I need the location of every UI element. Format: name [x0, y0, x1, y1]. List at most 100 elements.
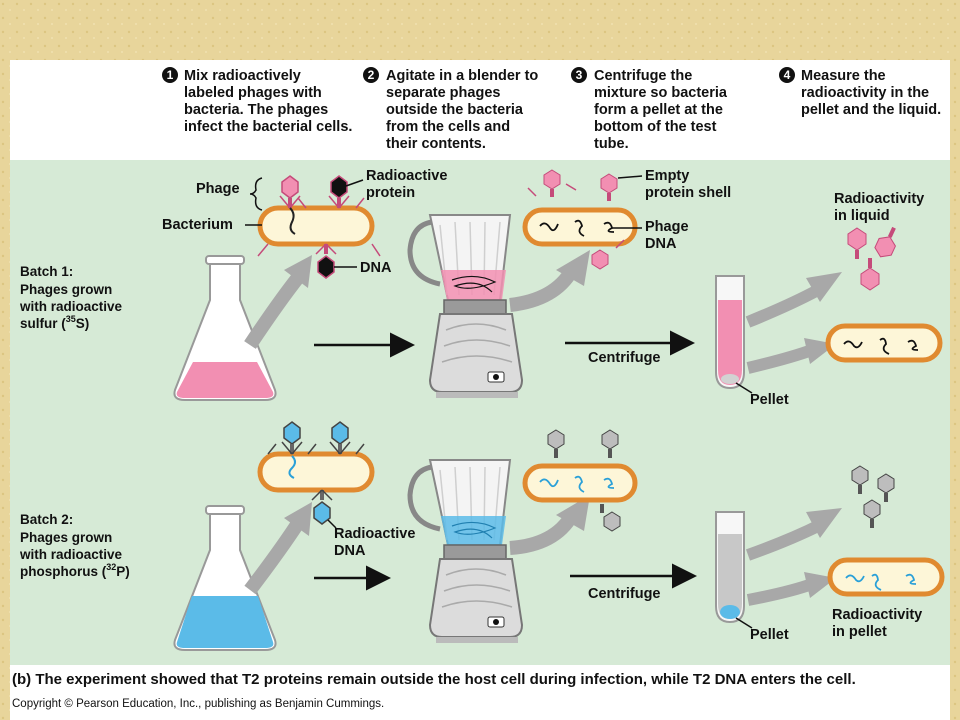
phage-icon	[281, 421, 303, 479]
phage-brace	[249, 177, 263, 211]
arrow-flask-to-bacterium-1	[244, 270, 306, 349]
batch-2-title: Batch 2:	[20, 512, 73, 527]
label-radioactivity-pellet-1: Radioactivity	[832, 607, 922, 623]
step-3-line-2: mixture so bacteria	[594, 85, 728, 101]
blended-cell-batch-1	[522, 169, 638, 270]
label-phage-dna-1: Phage	[645, 219, 689, 235]
step-2-line-3: outside the bacteria	[386, 102, 524, 118]
batch-1-line-3: sulfur (35S)	[20, 314, 89, 331]
step-4-badge	[779, 67, 795, 83]
flask-batch-1	[173, 255, 277, 401]
blender-batch-1	[407, 214, 524, 398]
empty-shell-icon	[600, 173, 618, 201]
step-2-number: 2	[368, 68, 375, 82]
label-centrifuge-1: Centrifuge	[588, 350, 661, 366]
arrow-tube1-to-liquid-head	[806, 272, 842, 302]
empty-shell-icon	[863, 499, 881, 528]
label-radioactivity-pellet-2: in pellet	[832, 624, 887, 640]
liquid-phages-batch-2	[851, 465, 895, 528]
batch-1-line-1: Phages grown	[20, 282, 112, 297]
arrow-flask-to-bacterium-1-head	[284, 255, 312, 288]
batch-2-line-3-post: P)	[116, 564, 130, 579]
phage-icon	[279, 175, 301, 235]
step-3-badge	[571, 67, 587, 83]
empty-shell-icon	[543, 169, 561, 197]
blended-cell-batch-2	[522, 429, 638, 532]
phage-icon	[311, 489, 333, 525]
step-4-number: 4	[784, 68, 791, 82]
batch-2-superscript: 32	[106, 562, 116, 572]
step-1-line-4: infect the bacterial cells.	[184, 119, 352, 135]
batch-2-line-2: with radioactive	[19, 547, 123, 562]
empty-shell-icon	[547, 429, 565, 458]
empty-shell-icon	[860, 258, 880, 291]
pellet-2-pointer	[735, 617, 753, 629]
step-3-line-1: Centrifuge the	[594, 68, 692, 84]
empty-shell-icon	[591, 249, 609, 270]
step-2-badge	[363, 67, 379, 83]
batch-1-line-3-pre: sulfur (	[20, 316, 66, 331]
empty-shell-icon	[601, 429, 619, 458]
liquid-phages-batch-1	[847, 226, 896, 291]
step-2-line-4: from the cells and	[386, 119, 510, 135]
empty-shell-icon	[877, 473, 895, 502]
phage-icon	[329, 421, 351, 455]
left-border	[0, 60, 10, 720]
bacterium-batch-1	[257, 175, 381, 279]
step-3-line-3: form a pellet at the	[594, 102, 723, 118]
batch-1-line-3-post: S)	[76, 316, 90, 331]
blender-batch-2	[407, 459, 524, 643]
step-4: 4 Measure the radioactivity in the pelle…	[779, 67, 941, 118]
flask-batch-2	[173, 505, 277, 651]
pellet-cell-batch-2	[827, 557, 945, 597]
step-2-line-5: their contents.	[386, 136, 486, 152]
empty-shell-icon	[851, 465, 869, 494]
bacterium-batch-2	[257, 421, 375, 525]
label-radioactive-dna-2: DNA	[334, 543, 366, 559]
batch-2-label: Batch 2: Phages grown with radioactive p…	[19, 512, 130, 579]
step-2-line-1: Agitate in a blender to	[386, 68, 538, 84]
radioactive-protein-pointer	[345, 179, 364, 187]
bottom-caption-bg	[10, 665, 950, 720]
label-dna: DNA	[360, 260, 392, 276]
batch-1-label: Batch 1: Phages grown with radioactive s…	[19, 264, 123, 331]
batch-2-line-1: Phages grown	[20, 530, 112, 545]
right-border	[950, 60, 960, 720]
pellet-1-pointer	[735, 382, 753, 394]
step-3-line-5: tube.	[594, 136, 629, 152]
phage-icon	[315, 243, 337, 279]
figure-caption: (b) The experiment showed that T2 protei…	[12, 671, 856, 688]
step-1-line-3: bacteria. The phages	[184, 102, 328, 118]
label-empty-shell-1: Empty	[645, 168, 689, 184]
label-phage: Phage	[196, 181, 240, 197]
copyright-notice: Copyright © Pearson Education, Inc., pub…	[12, 698, 384, 710]
step-1-number: 1	[167, 68, 174, 82]
test-tube-batch-2	[715, 511, 745, 624]
label-radioactivity-liquid-2: in liquid	[834, 208, 890, 224]
pellet-cell-batch-1	[825, 323, 943, 363]
label-centrifuge-2: Centrifuge	[588, 586, 661, 602]
empty-shell-icon	[600, 504, 621, 532]
empty-shell-pointer	[617, 175, 643, 179]
label-radioactive-dna-1: Radioactive	[334, 526, 415, 542]
batch-2-line-3: phosphorus (32P)	[20, 562, 130, 579]
step-3: 3 Centrifuge the mixture so bacteria for…	[571, 67, 728, 152]
step-4-line-2: radioactivity in the	[801, 85, 929, 101]
label-bacterium: Bacterium	[162, 217, 233, 233]
arrow-tube2-to-liquid-head	[806, 508, 842, 538]
test-tube-batch-1	[715, 275, 745, 390]
radioactive-dna-pointer	[327, 519, 337, 529]
step-4-line-1: Measure the	[801, 68, 886, 84]
step-2-line-2: separate phages	[386, 85, 500, 101]
step-3-number: 3	[576, 68, 583, 82]
batch-2-line-3-pre: phosphorus (	[20, 564, 107, 579]
step-1-line-2: labeled phages with	[184, 85, 322, 101]
arrow-flask-to-bacterium-2-head	[284, 502, 312, 536]
step-1-line-1: Mix radioactively	[184, 68, 301, 84]
label-empty-shell-2: protein shell	[645, 185, 731, 201]
arrow-tube1-to-liquid	[745, 284, 821, 328]
arrow-blender-to-cell-2-head	[556, 495, 590, 531]
phage-icon	[328, 175, 350, 209]
empty-shell-icon	[847, 227, 867, 259]
